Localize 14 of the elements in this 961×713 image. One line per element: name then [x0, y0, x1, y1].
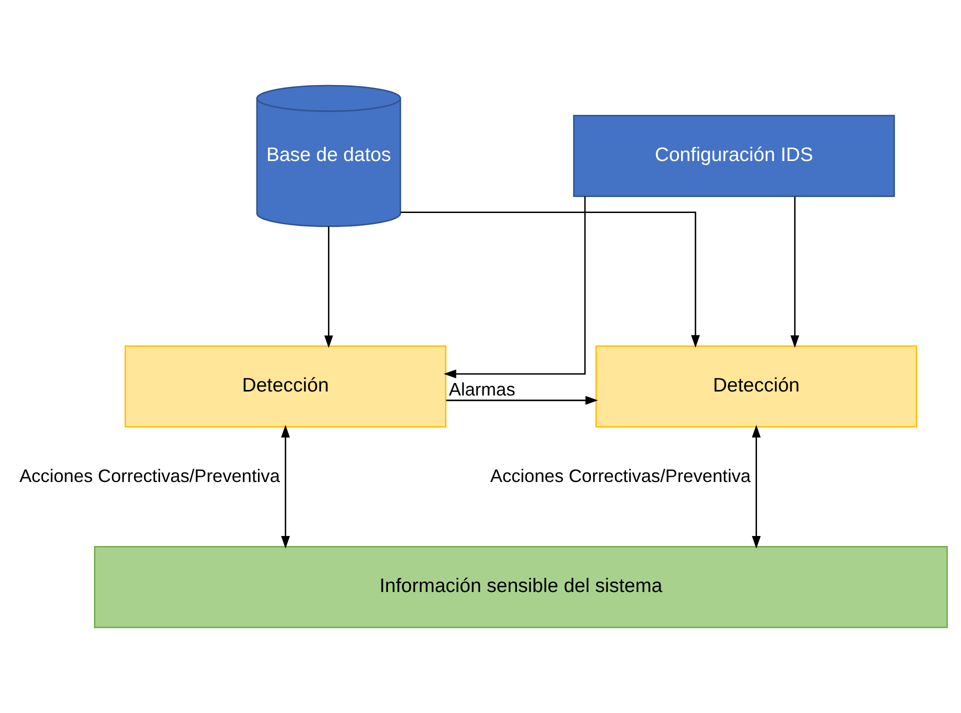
- arrow: [444, 196, 586, 378]
- arrow: [752, 424, 761, 549]
- arrow: [400, 212, 700, 348]
- node-box: Configuración IDS: [573, 114, 895, 197]
- arrow: [790, 196, 800, 348]
- node-box: Detección: [124, 345, 446, 428]
- edge-label: Acciones Correctivas/Preventiva: [19, 466, 280, 486]
- node-box: Información sensible del sistema: [94, 546, 948, 628]
- arrow: [281, 424, 290, 549]
- edge-label: Acciones Correctivas/Preventiva: [490, 466, 751, 486]
- node-box: Detección: [595, 345, 918, 428]
- arrow: [446, 396, 598, 405]
- arrow: [324, 226, 334, 348]
- edge-label: Alarmas: [448, 379, 516, 400]
